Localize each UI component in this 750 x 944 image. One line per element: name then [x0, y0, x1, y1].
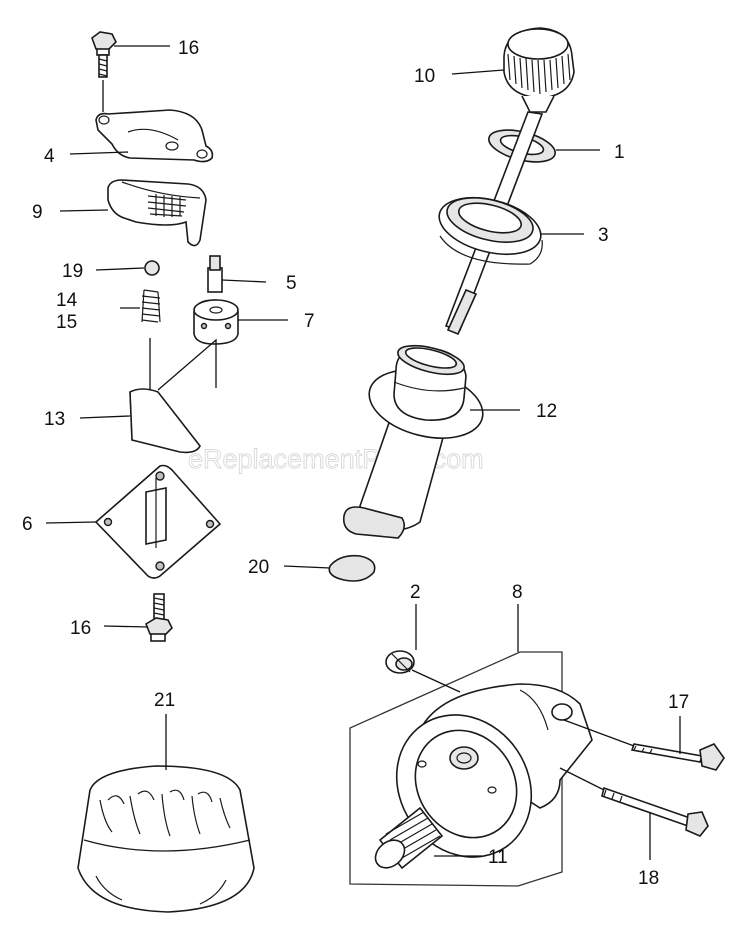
- pump-cover: [94, 464, 222, 579]
- check-ball: [144, 260, 160, 276]
- callout-14: 14: [56, 290, 78, 311]
- threaded-nipple: [374, 806, 444, 870]
- callout-17: 17: [668, 692, 689, 713]
- callout-13: 13: [44, 409, 65, 430]
- pickup-tube: [129, 388, 201, 454]
- bolt-bottom: [145, 593, 173, 642]
- callout-16-top: 16: [178, 38, 199, 59]
- plug-part: [328, 554, 376, 582]
- pipe-fitting: [385, 650, 415, 674]
- tube-seal: [438, 197, 543, 265]
- plate-part: [95, 109, 214, 163]
- callout-5: 5: [286, 273, 297, 294]
- callout-2: 2: [410, 582, 421, 603]
- oil-filter: [77, 765, 255, 913]
- callout-12: 12: [536, 401, 557, 422]
- callout-8: 8: [512, 582, 523, 603]
- bolt-top: [91, 31, 117, 78]
- dipstick-cap: [503, 27, 575, 113]
- callout-6: 6: [22, 514, 33, 535]
- callout-16-bottom: 16: [70, 618, 91, 639]
- callout-7: 7: [304, 311, 315, 332]
- callout-20: 20: [248, 557, 269, 578]
- relief-spring: [141, 289, 161, 323]
- pump-rotor: [193, 255, 239, 345]
- callout-18: 18: [638, 868, 659, 889]
- callout-3: 3: [598, 225, 609, 246]
- bolt-18: [601, 786, 709, 837]
- callout-19: 19: [62, 261, 83, 282]
- callout-1: 1: [614, 142, 625, 163]
- callout-10: 10: [414, 66, 435, 87]
- callout-9: 9: [32, 202, 43, 223]
- bolt-17: [630, 743, 725, 771]
- callout-15: 15: [56, 312, 77, 333]
- strainer-screen: [107, 179, 207, 247]
- oil-fill-tube: [342, 344, 484, 539]
- callout-4: 4: [44, 146, 55, 167]
- callout-11: 11: [488, 847, 508, 868]
- callout-21: 21: [154, 690, 175, 711]
- filter-base-frame: [349, 651, 563, 887]
